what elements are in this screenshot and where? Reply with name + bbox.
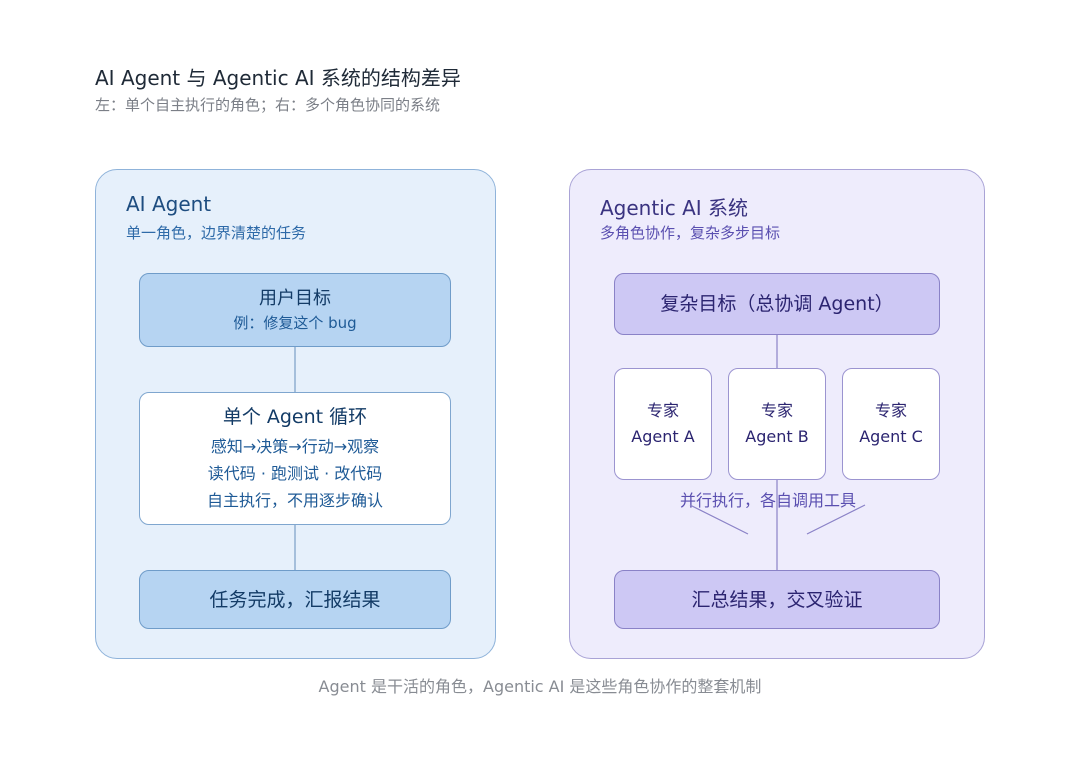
user-goal-example: 例：修复这个 bug (233, 314, 357, 332)
expert-agent-b-name: Agent B (745, 427, 809, 446)
footer-caption: Agent 是干活的角色，Agentic AI 是这些角色协作的整套机制 (318, 677, 762, 696)
expert-agent-c-name: Agent C (859, 427, 923, 446)
agent-loop-box: 单个 Agent 循环 感知→决策→行动→观察 读代码 · 跑测试 · 改代码 … (139, 392, 451, 525)
expert-agent-c-role: 专家 (874, 401, 907, 420)
page-subtitle: 左：单个自主执行的角色；右：多个角色协同的系统 (95, 96, 441, 114)
agent-loop-line-2: 读代码 · 跑测试 · 改代码 (207, 464, 383, 483)
merge-result-box: 汇总结果，交叉验证 (614, 570, 940, 629)
ai-agent-panel-subtitle: 单一角色，边界清楚的任务 (126, 224, 307, 242)
connector-agent-a-to-result (689, 504, 749, 535)
merge-result-label: 汇总结果，交叉验证 (691, 588, 863, 611)
expert-agent-a-box: 专家 Agent A (614, 368, 712, 480)
user-goal-title: 用户目标 (259, 288, 331, 309)
agentic-ai-panel-title: Agentic AI 系统 (600, 196, 749, 220)
expert-agent-b-box: 专家 Agent B (728, 368, 826, 480)
agentic-ai-panel-subtitle: 多角色协作，复杂多步目标 (600, 224, 781, 242)
expert-agent-c-box: 专家 Agent C (842, 368, 940, 480)
task-result-label: 任务完成，汇报结果 (209, 588, 381, 611)
user-goal-box: 用户目标 例：修复这个 bug (139, 273, 451, 347)
agent-loop-line-1: 感知→决策→行动→观察 (210, 437, 380, 456)
complex-goal-label: 复杂目标（总协调 Agent） (660, 293, 894, 315)
expert-agent-a-role: 专家 (646, 401, 679, 420)
agent-loop-line-3: 自主执行，不用逐步确认 (206, 491, 383, 510)
expert-agent-b-role: 专家 (760, 401, 793, 420)
agent-loop-title: 单个 Agent 循环 (222, 406, 368, 428)
page-title: AI Agent 与 Agentic AI 系统的结构差异 (95, 66, 461, 90)
complex-goal-box: 复杂目标（总协调 Agent） (614, 273, 940, 335)
task-result-box: 任务完成，汇报结果 (139, 570, 451, 629)
parallel-note: 并行执行，各自调用工具 (680, 491, 857, 510)
connector-agent-c-to-result (806, 504, 866, 535)
ai-agent-panel-title: AI Agent (126, 192, 212, 216)
expert-agent-a-name: Agent A (631, 427, 695, 446)
